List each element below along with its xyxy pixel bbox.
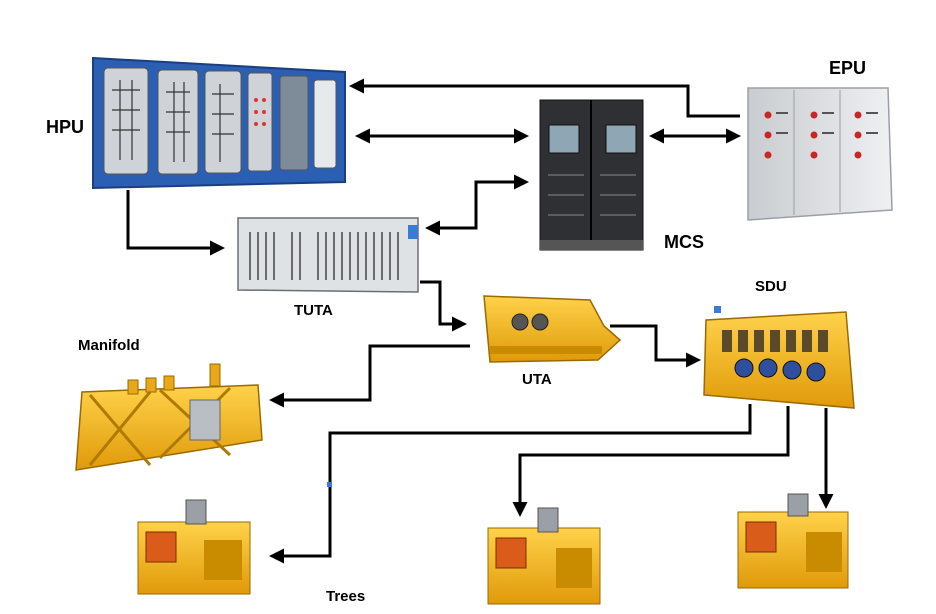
epu-unit <box>747 87 893 221</box>
label-manifold: Manifold <box>78 337 140 354</box>
arrow-sdu-to-tree-middle <box>512 406 790 517</box>
manifold-unit <box>75 363 263 471</box>
label-epu: EPU <box>829 58 867 78</box>
uta-unit <box>483 295 622 363</box>
arrow-sdu-to-tree-left <box>269 404 752 564</box>
hpu-unit <box>92 56 346 190</box>
label-trees: Trees <box>326 588 366 605</box>
arrow-uta-to-manifold <box>269 344 470 408</box>
label-hpu: HPU <box>46 117 85 137</box>
connector-junction-marker <box>327 482 332 487</box>
arrow-hpu-to-tuta <box>126 190 225 256</box>
tree-unit-left <box>137 499 251 595</box>
sdu-unit <box>703 306 855 409</box>
label-mcs: MCS <box>664 232 704 252</box>
mcs-unit <box>539 99 644 251</box>
label-uta: UTA <box>522 371 552 388</box>
tree-unit-middle <box>487 507 601 605</box>
label-sdu: SDU <box>755 278 787 295</box>
arrow-epu-to-hpu <box>349 78 740 118</box>
tree-unit-right <box>737 493 849 589</box>
tuta-unit <box>237 217 419 293</box>
arrow-uta-to-sdu <box>610 324 701 368</box>
arrow-tuta-to-uta <box>420 280 467 332</box>
arrow-tuta-mcs <box>425 174 529 236</box>
connectors <box>126 78 834 564</box>
label-tuta: TUTA <box>294 302 333 319</box>
